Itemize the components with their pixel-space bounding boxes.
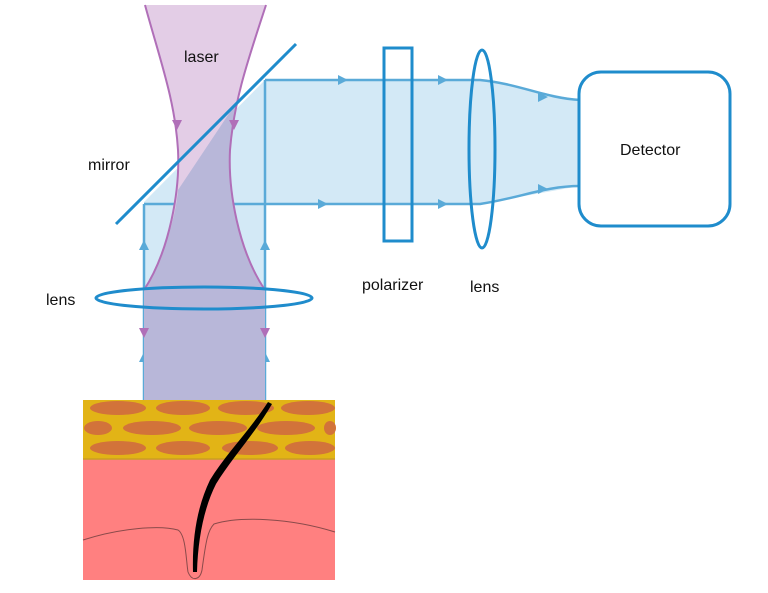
beam-arrow [260,240,270,250]
hair-follicle [82,518,336,579]
beam-edge-bottom [144,184,581,206]
laser-label: laser [184,49,219,66]
laser-beam-overlap [144,100,265,400]
laser-edge-right [228,4,267,291]
beam-arrow [438,75,448,85]
polarizer-label: polarizer [362,277,424,294]
beam-arrow [438,199,448,209]
beam-arrow [538,184,548,194]
laser-arrow [260,328,270,338]
laser-arrow [229,120,239,130]
epidermis-cells [84,401,336,455]
beam-arrow [538,92,548,102]
mirror-label: mirror [88,157,130,174]
beam-edge-top [265,78,581,102]
laser-arrow [172,120,182,130]
laser-edge-left [143,4,180,291]
detector [577,70,732,228]
skin-cross-section [82,400,336,580]
beam-arrow [338,75,348,85]
laser-arrow [139,328,149,338]
beam-arrow [139,240,149,250]
skin-dermis [83,459,335,580]
polarizer [382,46,414,243]
hair-shaft [192,402,272,572]
beam-arrow [318,199,328,209]
lens-left [94,285,314,311]
detector-label: Detector [620,142,681,159]
lens-left-label: lens [46,292,75,309]
mirror [114,42,298,226]
lens-right [467,48,497,250]
lens-right-label: lens [470,279,499,296]
